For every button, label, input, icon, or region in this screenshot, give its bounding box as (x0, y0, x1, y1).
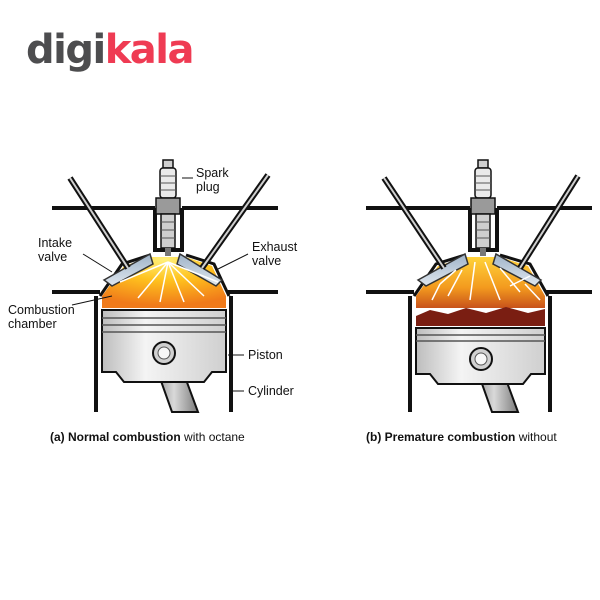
logo-part-kala: kala (104, 27, 195, 73)
flame-rays-a (119, 261, 219, 303)
digikala-logo: digikala (26, 27, 195, 73)
logo-part-digi: digi (26, 27, 106, 73)
label-exhaust-valve: Exhaust valve (252, 240, 297, 268)
flame-rays-b (431, 261, 541, 301)
leader-lines-a (71, 177, 249, 392)
label-combustion-line2: chamber (8, 317, 57, 331)
spark-plug-b (470, 159, 496, 256)
premature-burn-zone-b (416, 307, 545, 326)
label-intake-line1: Intake (38, 236, 73, 250)
exhaust-valve-stem-b (519, 175, 579, 269)
caption-a-rest: with octane (180, 430, 245, 444)
intake-valve-head-b (416, 252, 469, 287)
spark-plug-a (155, 159, 181, 256)
label-intake-valve: Intake valve (38, 236, 72, 264)
label-exhaust-line2: valve (252, 254, 282, 268)
engine-b (366, 159, 592, 413)
label-cylinder: Cylinder (248, 384, 294, 398)
caption-a: (a) Normal combustion with octane (50, 430, 245, 444)
intake-valve-stem-a (69, 177, 129, 269)
label-spark-plug: Spark plug (196, 166, 229, 194)
caption-b: (b) Premature combustion without (366, 430, 557, 444)
label-combustion-line1: Combustion (8, 303, 75, 317)
intake-valve-head-a (102, 252, 154, 287)
engine-a (52, 159, 278, 413)
caption-a-bold: (a) Normal combustion (50, 430, 181, 444)
label-intake-line2: valve (38, 250, 68, 264)
label-spark-plug-line2: plug (196, 180, 220, 194)
label-piston: Piston (248, 348, 283, 362)
caption-b-rest: without (515, 430, 557, 444)
caption-b-bold: (b) Premature combustion (366, 430, 516, 444)
exhaust-valve-head-b (492, 252, 543, 287)
exhaust-valve-head-a (176, 252, 224, 287)
label-combustion-chamber: Combustion chamber (8, 303, 75, 331)
label-spark-plug-line1: Spark (196, 166, 229, 180)
exhaust-valve-stem-a (201, 174, 269, 269)
label-exhaust-line1: Exhaust (252, 240, 298, 254)
intake-valve-stem-b (383, 177, 445, 269)
